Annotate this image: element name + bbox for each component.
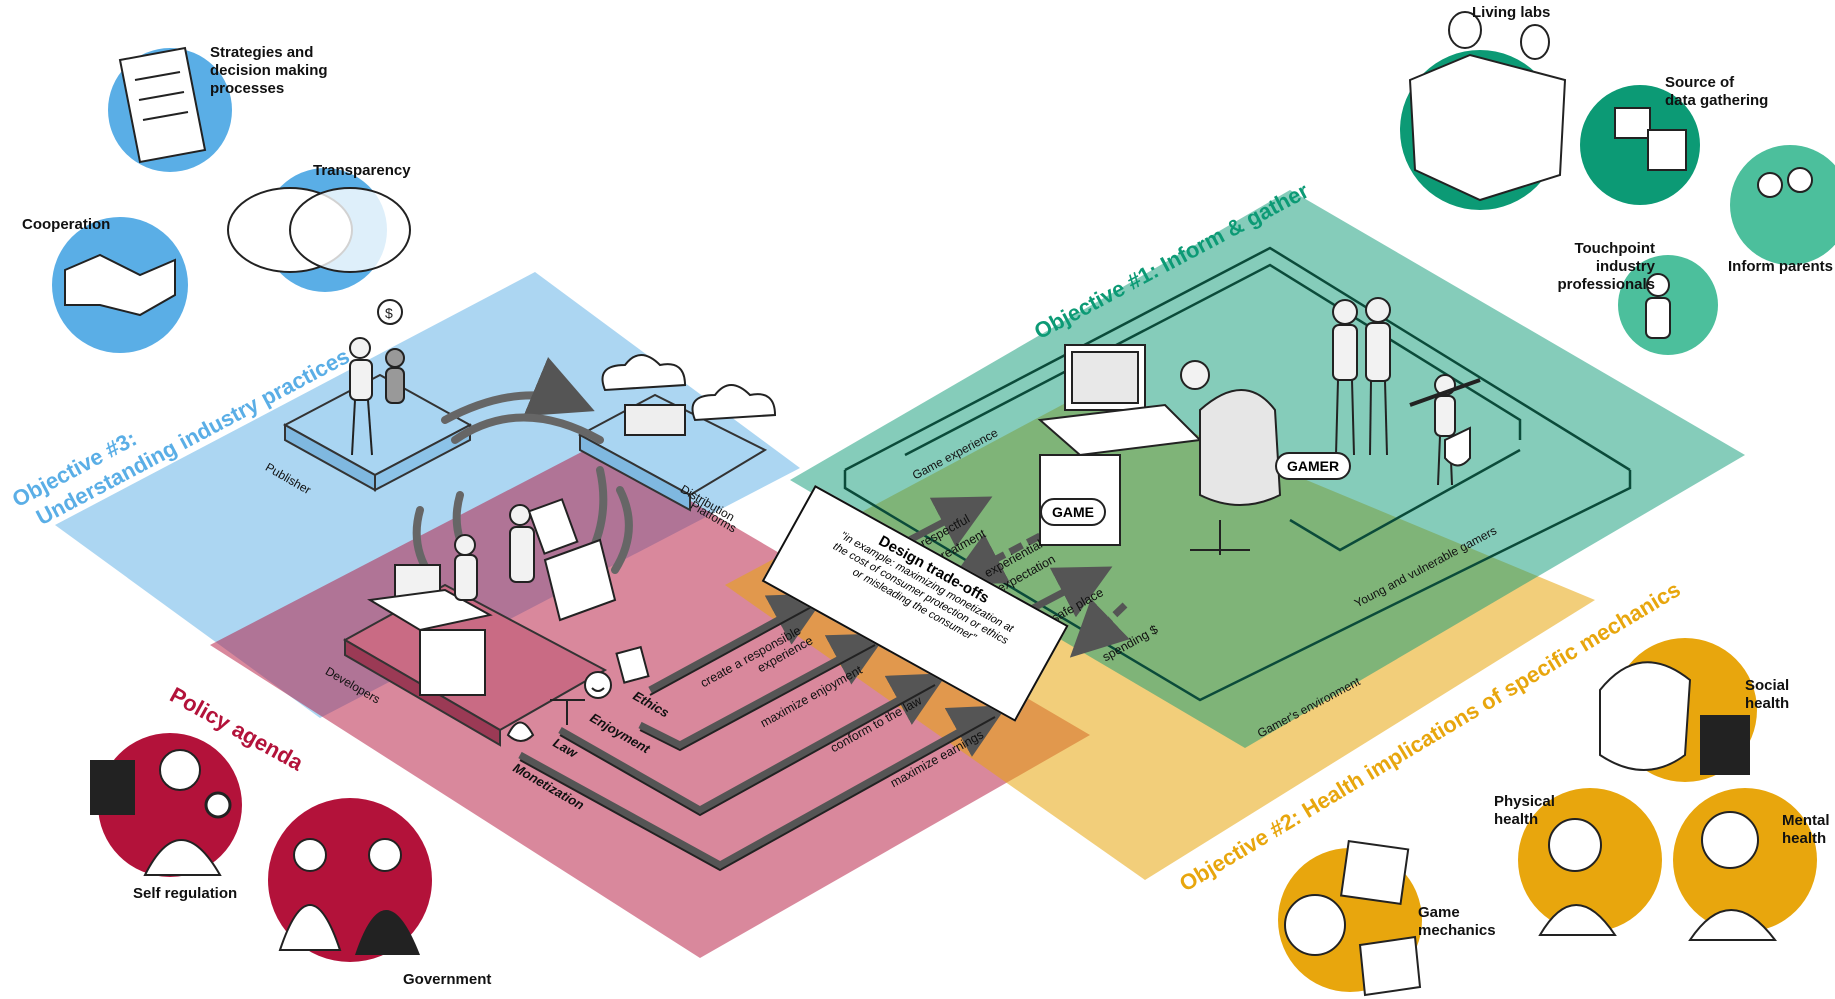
value-flow-arrows: [518, 593, 1008, 869]
source-line2: data gathering: [1665, 92, 1769, 109]
svg-text:$: $: [385, 305, 393, 321]
government-label: Government: [403, 971, 492, 988]
mental-health-icon: [1673, 788, 1817, 941]
game-mechanics-icon: [1278, 839, 1422, 997]
social-health-icon: [1599, 638, 1757, 782]
data-gathering-icon: [1580, 85, 1700, 205]
game-mech-line1: Game: [1418, 904, 1460, 921]
transparency-label: Transparency: [313, 162, 411, 179]
strategies-icon: [108, 46, 232, 172]
game-mechanics-label: Game mechanics: [1418, 904, 1496, 940]
self-regulation-icon: [90, 733, 242, 877]
government-icon: [268, 798, 432, 962]
touchpoint-line2: industry: [1595, 258, 1655, 275]
publisher-figures: $: [349, 299, 405, 456]
self-regulation-label: Self regulation: [133, 885, 238, 902]
game-mech-line2: mechanics: [1418, 922, 1496, 939]
inform-parents-icon: [1730, 145, 1835, 265]
touchpoint-line1: Touchpoint: [1574, 240, 1655, 257]
data-gathering-label: Source of data gathering: [1665, 74, 1768, 110]
gamer-desk: [1037, 344, 1282, 555]
touchpoint-icon: [1618, 255, 1718, 355]
living-labs-icon: [1400, 11, 1567, 210]
touchpoint-line3: professionals: [1557, 276, 1655, 293]
strategies-line1: Strategies and: [210, 44, 314, 61]
mental-line2: health: [1782, 830, 1827, 847]
game-bubble: GAME: [1040, 498, 1106, 526]
value-icons: [506, 645, 650, 742]
inform-parents-label: Inform parents: [1728, 258, 1834, 275]
mental-health-label: Mental health: [1782, 812, 1830, 848]
cooperation-icon: [52, 217, 188, 353]
developer-desk-figures: [367, 498, 617, 696]
cooperation-label: Cooperation: [22, 216, 111, 233]
publisher-platform: [282, 373, 473, 492]
value-flow-arrows-dark: [519, 604, 996, 872]
social-health-label: Social health: [1745, 677, 1789, 713]
physical-line2: health: [1494, 811, 1539, 828]
touchpoint-label: Touchpoint industry professionals: [1525, 240, 1655, 294]
physical-health-icon: [1518, 788, 1662, 936]
transparency-icon: [227, 168, 411, 292]
strategies-label: Strategies and decision making processes: [210, 44, 328, 98]
source-line1: Source of: [1665, 74, 1735, 91]
young-gamers-figures: [1332, 297, 1481, 486]
living-labs-label: Living labs: [1472, 4, 1551, 21]
social-line2: health: [1745, 695, 1790, 712]
social-line1: Social: [1745, 677, 1790, 694]
mental-line1: Mental: [1782, 812, 1830, 829]
physical-health-label: Physical health: [1494, 793, 1555, 829]
strategies-line3: processes: [210, 80, 285, 97]
distribution-clouds: [601, 354, 777, 436]
gamer-bubble: GAMER: [1275, 452, 1352, 480]
strategies-line2: decision making: [210, 62, 328, 79]
physical-line1: Physical: [1494, 793, 1555, 810]
